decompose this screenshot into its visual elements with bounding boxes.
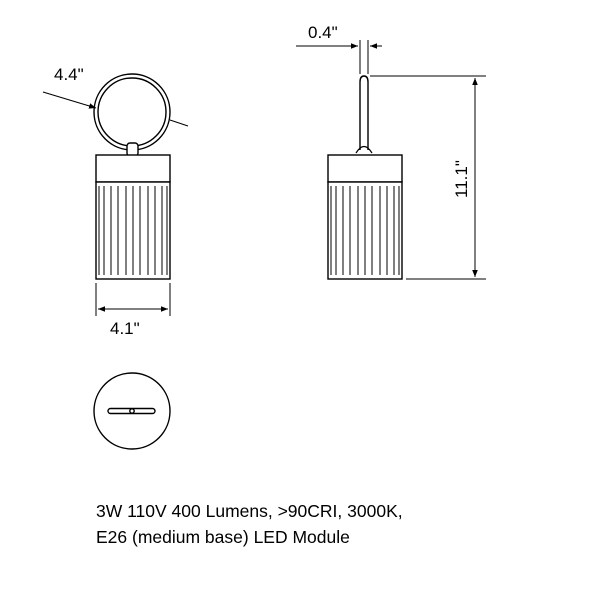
side-cap bbox=[327, 154, 403, 183]
product-spec-text: 3W 110V 400 Lumens, >90CRI, 3000K, E26 (… bbox=[96, 498, 576, 550]
bottom-view bbox=[93, 372, 171, 450]
front-ring-outer bbox=[93, 73, 171, 151]
front-ring-inner bbox=[97, 77, 167, 147]
hook-width-label: 0.4" bbox=[308, 23, 338, 42]
side-body-flutes bbox=[330, 186, 400, 275]
overall-height-label: 11.1" bbox=[452, 160, 471, 198]
hook-width-dimension bbox=[296, 40, 382, 74]
spec-line-1: 3W 110V 400 Lumens, >90CRI, 3000K, bbox=[96, 501, 403, 521]
ring-diameter-label: 4.4" bbox=[54, 65, 84, 84]
front-body-flutes bbox=[98, 186, 168, 275]
side-view bbox=[327, 75, 403, 280]
front-view bbox=[93, 73, 171, 280]
overall-height-dimension bbox=[370, 75, 486, 280]
bottom-outline bbox=[93, 372, 171, 450]
ring-diameter-dimension bbox=[42, 91, 189, 127]
front-cap bbox=[95, 154, 171, 183]
bottom-center-dot bbox=[129, 408, 135, 414]
front-ring-clip bbox=[126, 142, 139, 157]
spec-line-2: E26 (medium base) LED Module bbox=[96, 527, 350, 547]
side-hook-foot bbox=[355, 145, 373, 154]
body-width-dimension bbox=[95, 283, 171, 316]
side-hook bbox=[359, 75, 369, 150]
body-width-label: 4.1" bbox=[110, 319, 140, 338]
